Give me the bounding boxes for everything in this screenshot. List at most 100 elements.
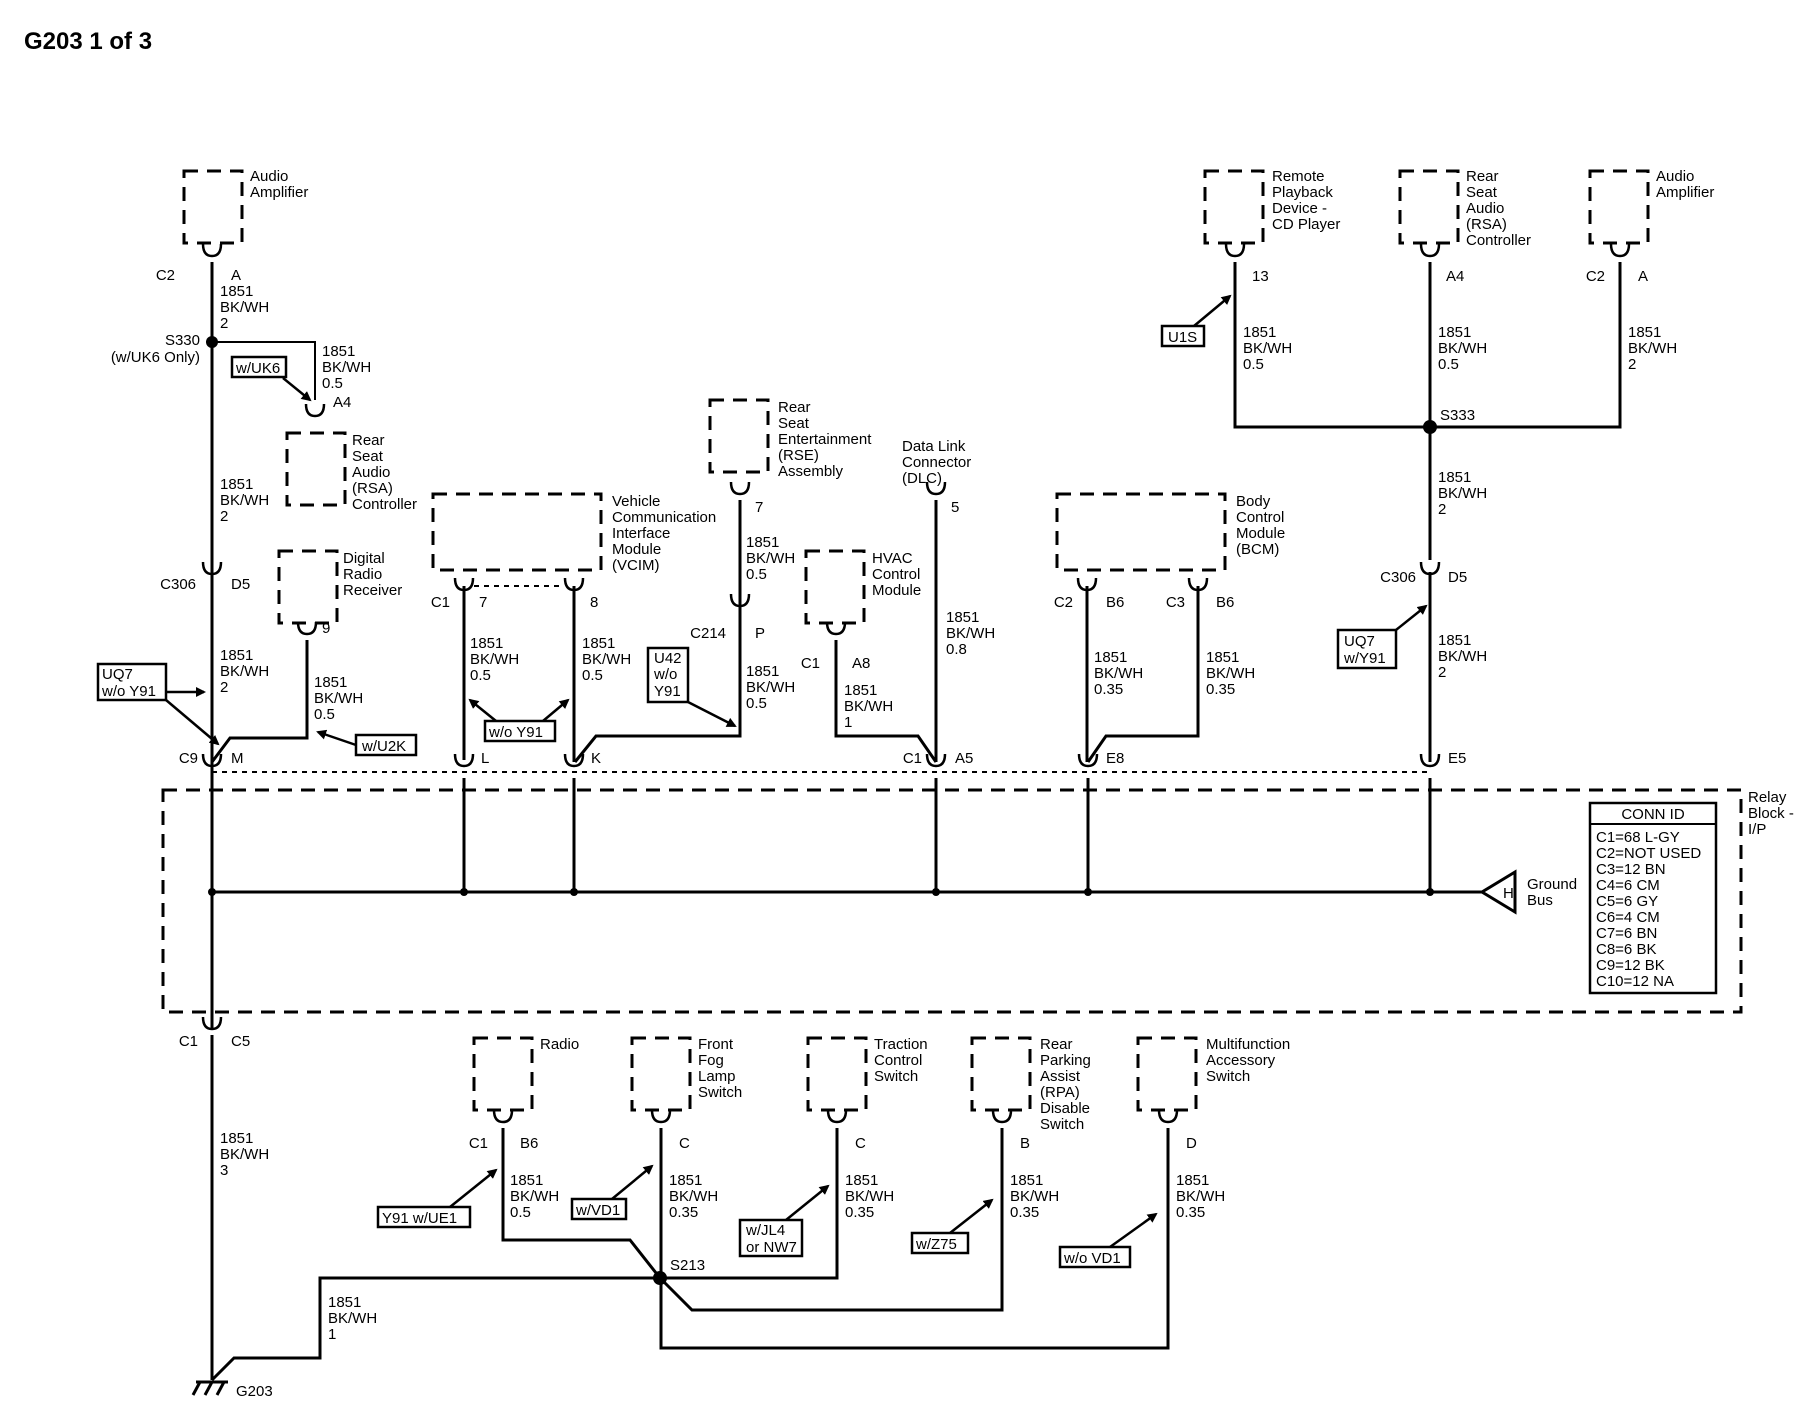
pins-c1-label: C1 — [801, 655, 820, 672]
pins-c2-label: C2 — [156, 267, 175, 284]
svg-text:w/Z75: w/Z75 — [915, 1236, 957, 1253]
wires-w035-label: 0.35 — [1010, 1204, 1039, 1221]
wires-w05-label: BK/WH — [322, 359, 371, 376]
svg-text:w/o Y91: w/o Y91 — [101, 683, 156, 700]
wires-w2-label: 2 — [1628, 356, 1636, 373]
pins-s333-label: S333 — [1440, 407, 1475, 424]
components-rsa-left-label: Controller — [352, 496, 417, 513]
conn-id-row: C2=NOT USED — [1596, 845, 1701, 862]
components-rsa-right-label: Audio — [1466, 200, 1504, 217]
components-rse-label: (RSE) — [778, 447, 819, 464]
wires-w05-label: 0.5 — [470, 667, 491, 684]
pins-e5-label: E5 — [1448, 750, 1466, 767]
components-remote-cd-label: CD Player — [1272, 216, 1340, 233]
components-bcm-label: Control — [1236, 509, 1284, 526]
wires-w035-label: 0.35 — [1206, 681, 1235, 698]
pins-c214-label: C214 — [690, 625, 726, 642]
connector-pin-symbol — [563, 753, 585, 768]
pins-a4-label: A4 — [1446, 268, 1464, 285]
pins-k-label: K — [591, 750, 601, 767]
wires-w3-label: 1851 — [220, 1130, 253, 1147]
wire-radio — [501, 1128, 662, 1279]
wires-w05-label: BK/WH — [746, 550, 795, 567]
wires-w1-label: BK/WH — [328, 1310, 377, 1327]
wires-w1-label: 1851 — [328, 1294, 361, 1311]
pins-n8-label: 8 — [590, 594, 598, 611]
components-ground-bus-label: Ground — [1527, 876, 1577, 893]
conn-id-row: C1=68 L-GY — [1596, 829, 1680, 846]
components-digital-radio-label: Digital — [343, 550, 385, 567]
rse-assembly-box — [708, 398, 770, 474]
components-rsa-right-label: Rear — [1466, 168, 1499, 185]
connector-pin-symbol — [1224, 243, 1246, 258]
components-remote-cd-label: Playback — [1272, 184, 1333, 201]
components-remote-cd-label: Remote — [1272, 168, 1325, 185]
pins-c-label: C — [855, 1135, 866, 1152]
wire-remote-cd — [1233, 262, 1430, 429]
vcim-box — [431, 492, 603, 572]
wires-w05-label: 1851 — [510, 1172, 543, 1189]
wire-fog — [659, 1128, 1170, 1350]
components-rsa-left-label: Audio — [352, 464, 390, 481]
ground-bus-h-triangle — [1479, 869, 1517, 915]
option-vd1: w/VD1 — [570, 1197, 628, 1221]
wire-s330-rsa — [212, 341, 316, 400]
radio-box — [472, 1036, 534, 1112]
wires-w035-label: 1851 — [1176, 1172, 1209, 1189]
pins-a4-label: A4 — [333, 394, 351, 411]
pins-c306-label: C306 — [1380, 569, 1416, 586]
wire-traction — [660, 1128, 839, 1280]
pins-c3-label: C3 — [1166, 594, 1185, 611]
pins-c5-label: C5 — [231, 1033, 250, 1050]
svg-text:Y91: Y91 — [654, 683, 681, 700]
pins-b6-label: B6 — [1216, 594, 1234, 611]
components-ground-bus-label: Bus — [1527, 892, 1553, 909]
pins-b-label: B — [1020, 1135, 1030, 1152]
wires-w2-label: 1851 — [220, 283, 253, 300]
wires-w05-label: 1851 — [322, 343, 355, 360]
components-front-fog-label: Switch — [698, 1084, 742, 1101]
connector-pin-symbol — [1077, 753, 1099, 768]
components-relay-block-label: Relay — [1748, 789, 1787, 806]
traction-control-switch-box — [806, 1036, 868, 1112]
pins-e8-label: E8 — [1106, 750, 1124, 767]
option-u42-wo-y91: U42 w/o Y91 — [646, 646, 690, 704]
pins-m-label: M — [231, 750, 244, 767]
components-bcm-label: Body — [1236, 493, 1271, 510]
pins-n7-label: 7 — [755, 499, 763, 516]
remote-playback-cd-box — [1203, 169, 1265, 245]
wires-w1-label: 1851 — [844, 682, 877, 699]
connector-pin-symbol — [825, 621, 847, 636]
svg-text:w/o: w/o — [653, 666, 677, 683]
components-remote-cd-label: Device - — [1272, 200, 1327, 217]
conn-id-row: C10=12 NA — [1596, 973, 1674, 990]
components-multifunction-label: Multifunction — [1206, 1036, 1290, 1053]
components-rse-label: Assembly — [778, 463, 844, 480]
wires-w08-label: 1851 — [946, 609, 979, 626]
components-audio-amp-left-label: Amplifier — [250, 184, 308, 201]
pins-s330-label: S330 — [165, 332, 200, 349]
components-vcim-label: Vehicle — [612, 493, 660, 510]
conn-id-row: C9=12 BK — [1596, 957, 1665, 974]
connector-pin-symbol — [563, 577, 585, 592]
wires-w3-label: 3 — [220, 1162, 228, 1179]
wires-w035-label: 0.35 — [1094, 681, 1123, 698]
components-rpa-label: Rear — [1040, 1036, 1073, 1053]
pins-c1-label: C1 — [903, 750, 922, 767]
wires-w05-label: 1851 — [1438, 324, 1471, 341]
ground-symbol — [191, 1380, 228, 1396]
bcm-box — [1055, 492, 1227, 572]
wires-w035-label: 0.35 — [669, 1204, 698, 1221]
svg-text:w/VD1: w/VD1 — [575, 1202, 620, 1219]
connector-symbols — [201, 243, 1631, 1124]
connector-pin-symbol — [1609, 243, 1631, 258]
pins-g203-label: G203 — [236, 1383, 273, 1400]
wires-w2-label: 2 — [220, 315, 228, 332]
components-bcm-label: (BCM) — [1236, 541, 1279, 558]
wires-w2-label: BK/WH — [220, 299, 269, 316]
option-wo-vd1: w/o VD1 — [1058, 1245, 1132, 1269]
components-rsa-right-label: (RSA) — [1466, 216, 1507, 233]
pins-c9-label: C9 — [179, 750, 198, 767]
pins-h-label: H — [1503, 885, 1514, 902]
option-y91-ue1: Y91 w/UE1 — [376, 1205, 472, 1229]
